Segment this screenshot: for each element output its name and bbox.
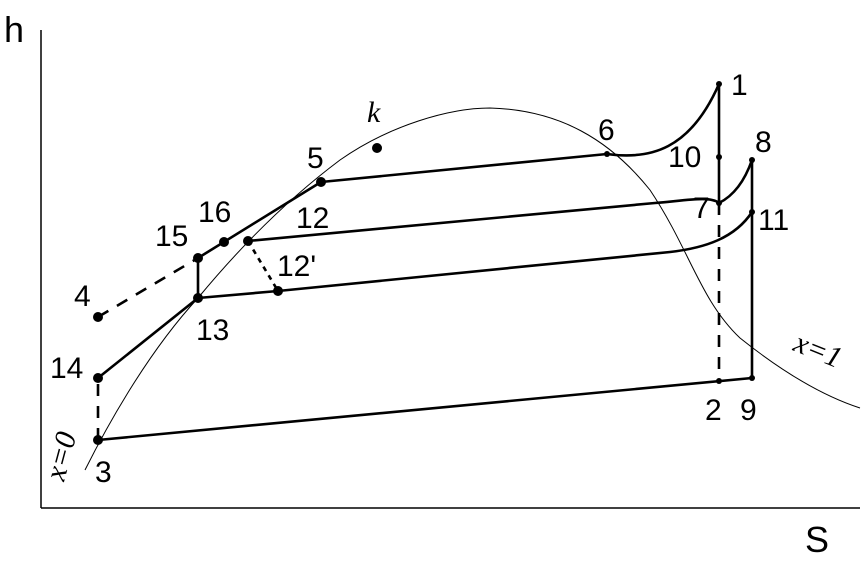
point-14 xyxy=(93,373,103,383)
point-10 xyxy=(716,154,722,160)
label-13: 13 xyxy=(196,314,229,347)
saturated-vapor-label: x=1 xyxy=(788,326,846,375)
point-k xyxy=(372,143,382,153)
label-1: 1 xyxy=(731,69,748,102)
point-4 xyxy=(93,312,103,322)
label-7: 7 xyxy=(693,192,710,225)
label-16: 16 xyxy=(198,196,231,229)
saturated-liquid-label: x=0 xyxy=(39,428,84,484)
point-12 xyxy=(243,236,253,246)
label-9: 9 xyxy=(740,394,757,427)
label-11: 11 xyxy=(758,204,789,237)
line-15-5 xyxy=(197,180,322,260)
label-8: 8 xyxy=(755,126,772,159)
point-15 xyxy=(193,253,203,263)
label-2: 2 xyxy=(705,394,722,427)
line-12-12p-dotted xyxy=(246,240,280,292)
label-10: 10 xyxy=(668,141,701,174)
y-axis-label: h xyxy=(4,9,24,50)
point-9 xyxy=(749,375,755,381)
x-axis-label: S xyxy=(805,519,829,560)
point-7 xyxy=(716,200,722,206)
point-3 xyxy=(93,435,103,445)
isobar-3-9 xyxy=(97,376,753,442)
point-5 xyxy=(316,177,326,187)
label-12: 12 xyxy=(296,202,329,235)
label-12p: 12' xyxy=(277,250,316,283)
label-4: 4 xyxy=(74,280,91,313)
point-1 xyxy=(716,81,722,87)
point-6 xyxy=(604,151,610,157)
isobar-5-1 xyxy=(320,83,721,184)
point-16 xyxy=(219,237,229,247)
label-3: 3 xyxy=(95,456,112,489)
label-14: 14 xyxy=(50,352,83,385)
label-5: 5 xyxy=(307,142,324,175)
point-12p xyxy=(273,286,283,296)
point-2 xyxy=(716,378,722,384)
label-15: 15 xyxy=(155,220,188,253)
line-14-13 xyxy=(97,296,199,380)
critical-point-label: k xyxy=(367,96,381,129)
point-8 xyxy=(749,157,755,163)
isobar-13-11 xyxy=(197,211,754,300)
isobar-12-8 xyxy=(247,159,754,243)
point-13 xyxy=(193,293,203,303)
label-6: 6 xyxy=(598,114,615,147)
line-4-15-dashed xyxy=(97,256,199,319)
point-11 xyxy=(749,209,755,215)
